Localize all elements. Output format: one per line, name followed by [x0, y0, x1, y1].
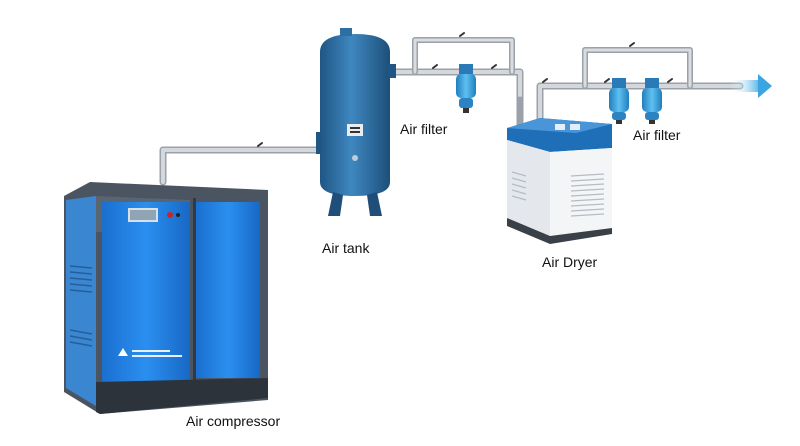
- label-air-tank: Air tank: [322, 240, 369, 256]
- pipe-to-outlet: [540, 86, 740, 125]
- label-air-compressor: Air compressor: [186, 413, 280, 429]
- pipe-bypass-2: [585, 50, 690, 86]
- air-dryer: [507, 118, 612, 244]
- air-filter-1: [456, 64, 476, 113]
- pipe-compressor-to-tank: [163, 150, 320, 182]
- air-compressor: [64, 182, 268, 414]
- label-air-dryer: Air Dryer: [542, 254, 597, 270]
- air-tank: [316, 28, 396, 216]
- air-filter-2a: [609, 78, 629, 124]
- label-air-filter-2: Air filter: [633, 127, 680, 143]
- air-filter-2b: [642, 78, 662, 124]
- label-air-filter-1: Air filter: [400, 121, 447, 137]
- outlet-arrow-icon: [730, 74, 772, 98]
